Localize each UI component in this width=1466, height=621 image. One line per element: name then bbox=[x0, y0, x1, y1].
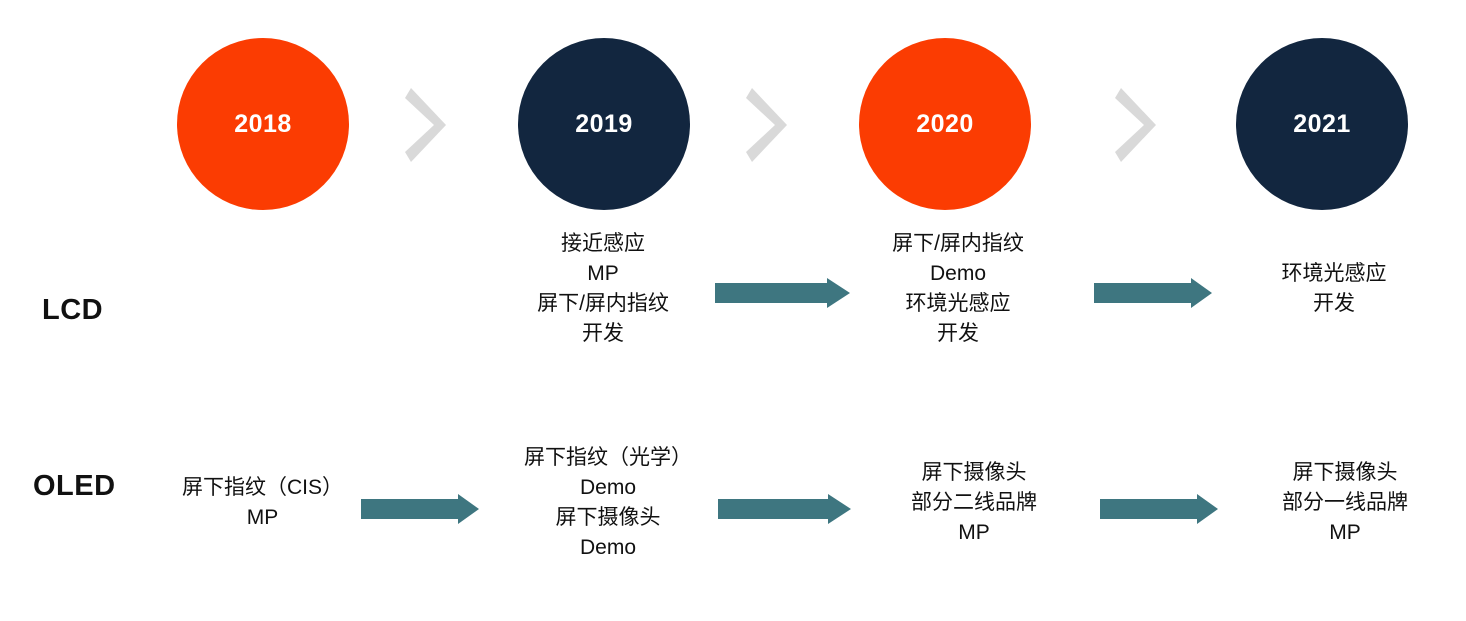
cell-line: 屏下/屏内指纹 bbox=[537, 292, 669, 315]
flow-arrow-icon bbox=[361, 494, 479, 524]
cell-line: 接近感应 bbox=[561, 232, 645, 255]
milestone-year-label: 2019 bbox=[575, 109, 633, 138]
cell-lcd-2021: 环境光感应 开发 bbox=[1209, 259, 1459, 319]
cell-lcd-2019: 接近感应 MP 屏下/屏内指纹 开发 bbox=[478, 229, 728, 349]
cell-line: MP bbox=[958, 521, 990, 544]
cell-line: 屏下/屏内指纹 bbox=[892, 232, 1024, 255]
row-label-oled: OLED bbox=[33, 470, 116, 502]
cell-line: Demo bbox=[929, 262, 987, 285]
row-label-lcd: LCD bbox=[42, 294, 104, 326]
chevron-right-icon bbox=[405, 88, 449, 162]
cell-oled-2018: 屏下指纹（CIS） MP bbox=[150, 473, 375, 533]
cell-oled-2019: 屏下指纹（光学） Demo 屏下摄像头 Demo bbox=[483, 443, 733, 563]
cell-line: 开发 bbox=[1313, 292, 1355, 315]
cell-line: MP bbox=[1329, 521, 1361, 544]
cell-line: 屏下摄像头 bbox=[1292, 461, 1398, 484]
cell-line: 部分二线品牌 bbox=[911, 491, 1037, 514]
cell-oled-2020: 屏下摄像头 部分二线品牌 MP bbox=[849, 458, 1099, 548]
milestone-circle-2018[interactable]: 2018 bbox=[177, 38, 349, 210]
milestone-circle-2020[interactable]: 2020 bbox=[859, 38, 1031, 210]
milestone-circle-2021[interactable]: 2021 bbox=[1236, 38, 1408, 210]
flow-arrow-icon bbox=[715, 278, 850, 308]
cell-line: 屏下指纹（CIS） bbox=[181, 476, 343, 499]
cell-line: 开发 bbox=[582, 322, 624, 345]
cell-line: 环境光感应 bbox=[1281, 262, 1387, 285]
flow-arrow-icon bbox=[1100, 494, 1218, 524]
cell-line: Demo bbox=[579, 476, 637, 499]
cell-line: 屏下指纹（光学） bbox=[524, 446, 692, 469]
milestone-circle-2019[interactable]: 2019 bbox=[518, 38, 690, 210]
cell-line: 部分一线品牌 bbox=[1282, 491, 1408, 514]
cell-line: 环境光感应 bbox=[905, 292, 1011, 315]
cell-line: Demo bbox=[579, 536, 637, 559]
flow-arrow-icon bbox=[1094, 278, 1212, 308]
cell-line: 屏下摄像头 bbox=[555, 506, 661, 529]
milestone-year-label: 2021 bbox=[1293, 109, 1351, 138]
milestone-year-label: 2020 bbox=[916, 109, 974, 138]
cell-line: MP bbox=[246, 506, 279, 529]
cell-oled-2021: 屏下摄像头 部分一线品牌 MP bbox=[1220, 458, 1466, 548]
chevron-right-icon bbox=[746, 88, 790, 162]
cell-lcd-2020: 屏下/屏内指纹 Demo 环境光感应 开发 bbox=[833, 229, 1083, 349]
cell-line: 屏下摄像头 bbox=[921, 461, 1027, 484]
milestone-year-label: 2018 bbox=[234, 109, 292, 138]
cell-line: 开发 bbox=[937, 322, 979, 345]
flow-arrow-icon bbox=[718, 494, 851, 524]
cell-line: MP bbox=[587, 262, 619, 285]
chevron-right-icon bbox=[1115, 88, 1159, 162]
